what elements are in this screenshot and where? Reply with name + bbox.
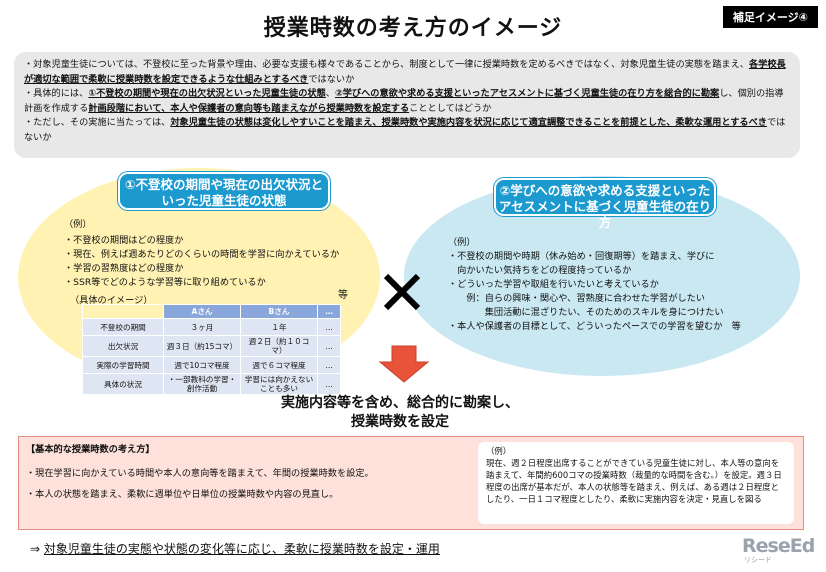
column-header: Bさん <box>240 304 318 319</box>
multiply-icon <box>383 273 421 311</box>
intro-box: ・対象児童生徒については、不登校に至った背景や理由、必要な支援も様々であることか… <box>14 52 800 158</box>
right-arrow-icon: ⇒ <box>30 542 41 556</box>
left-item: ・不登校の期間はどの程度か <box>64 235 184 246</box>
right-item: 例：自らの興味・関心や、習熟度に合わせた学習がしたい <box>448 293 705 304</box>
left-etc: 等 <box>338 290 348 301</box>
intro-paragraph-2: ・具体的には、①不登校の期間や現在の出欠状況といった児童生徒の状態、②学びへの意… <box>24 88 784 114</box>
left-item: ・SSR等でどのような学習等に取り組めているか <box>64 277 266 288</box>
right-item: 向かいたい気持ちをどの程度持っているか <box>448 265 632 276</box>
table-row: 実際の学習時間 週で10コマ程度 週で６コマ程度 … <box>82 356 341 374</box>
basic-example-text: 現在、週２日程度出席することができている児童生徒に対し、本人等の意向を踏まえて、… <box>486 458 782 504</box>
table-row: 不登校の期間 ３ヶ月 １年 … <box>82 318 341 336</box>
right-example-header: （例） <box>448 237 476 248</box>
bottom-summary: ⇒ 対象児童生徒の実態や状態の変化等に応じ、柔軟に授業時数を設定・運用 <box>30 540 440 557</box>
intro-paragraph-1: ・対象児童生徒については、不登校に至った背景や理由、必要な支援も様々であることか… <box>24 59 786 85</box>
table-row: 出欠状況 週３日（約15コマ） 週２日（約１０コマ） … <box>82 335 341 357</box>
conclusion-text: 実施内容等を含め、総合的に勘案し、 授業時数を設定 <box>281 395 519 430</box>
resed-logo: ReseEd リシード <box>742 535 815 564</box>
column-header: … <box>317 304 341 319</box>
basic-concept-item: ・現在学習に向かえている時間や本人の意向等を踏まえて、年間の授業時数を設定。 <box>26 468 374 479</box>
left-label: ①不登校の期間や現在の出欠状況と いった児童生徒の状態 <box>118 172 330 210</box>
table-row: 具体の状況 ・一部教科の学習・創作活動 学習には向かえないことも多い … <box>82 373 341 395</box>
right-item: ・不登校の期間や時期（休み始め・回復期等）を踏まえ、学びに <box>448 251 715 262</box>
basic-concept-item: ・本人の状態を踏まえ、柔軟に週単位や日単位の授業時数や内容の見直し。 <box>26 489 339 500</box>
left-item: ・現在、例えば週あたりどのくらいの時間を学習に向かえているか <box>64 249 340 260</box>
down-arrow-icon <box>378 345 430 383</box>
example-table: Aさん Bさん … 不登校の期間 ３ヶ月 １年 … 出欠状況 週３日（約15コマ… <box>82 304 341 395</box>
bottom-summary-text: 対象児童生徒の実態や状態の変化等に応じ、柔軟に授業時数を設定・運用 <box>43 542 440 556</box>
left-example-list: （例） ・不登校の期間はどの程度か ・現在、例えば週あたりどのくらいの時間を学習… <box>64 218 354 290</box>
concrete-header: （具体のイメージ） <box>70 295 153 306</box>
right-example-list: （例） ・不登校の期間や時期（休み始め・回復期等）を踏まえ、学びに 向かいたい気… <box>448 236 778 334</box>
right-item: 集団活動に混ざりたい、そのためのスキルを身につけたい <box>448 307 724 318</box>
right-item: ・どういった学習や取組を行いたいと考えているか <box>448 279 659 290</box>
right-item: ・本人や保護者の目標として、どういったペースでの学習を望むか 等 <box>448 321 741 332</box>
table-header-row: Aさん Bさん … <box>82 304 341 319</box>
basic-example-box: （例） 現在、週２日程度出席することができている児童生徒に対し、本人等の意向を踏… <box>478 442 794 524</box>
supplement-badge: 補足イメージ④ <box>722 6 818 28</box>
right-label: ②学びへの意欲や求める支援といった アセスメントに基づく児童生徒の在り方 <box>494 178 716 230</box>
basic-concept-header: 【基本的な授業時数の考え方】 <box>26 444 155 455</box>
page-title: 授業時数の考え方のイメージ <box>263 16 563 41</box>
column-header: Aさん <box>163 304 241 319</box>
basic-example-header: （例） <box>486 446 512 456</box>
intro-paragraph-3: ・ただし、その実施に当たっては、対象児童生徒の状態は変化しやすいことを踏まえ、授… <box>24 117 786 143</box>
left-item: ・学習の習熟度はどの程度か <box>64 263 184 274</box>
left-example-header: （例） <box>64 219 92 230</box>
